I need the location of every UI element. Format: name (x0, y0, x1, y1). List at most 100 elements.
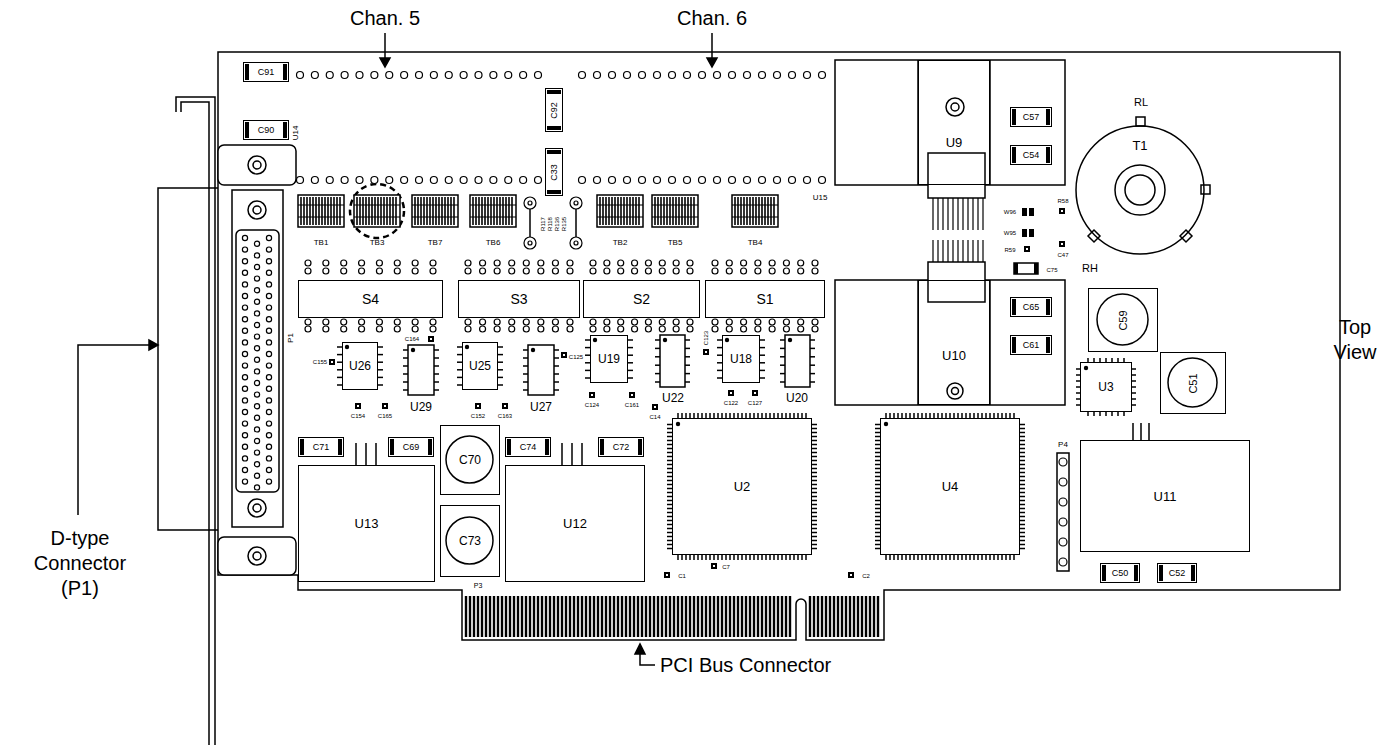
pin-lead (812, 428, 817, 430)
pin-circle (266, 247, 271, 252)
capacitor-body: C91 (243, 62, 289, 82)
pin-circle (783, 268, 789, 274)
pin-lead (861, 596, 863, 637)
pad-centre (730, 392, 732, 394)
pin-lead (523, 365, 528, 367)
pin-circle (242, 282, 247, 287)
smd-pad (1059, 241, 1065, 247)
pin-circle (567, 319, 573, 325)
pin-circle (242, 305, 247, 310)
pin-circle (699, 72, 706, 79)
pin-circle (430, 260, 436, 266)
pin-lead (678, 197, 680, 225)
pin-circle (567, 268, 573, 274)
pin-lead (755, 197, 757, 225)
pin-circle (376, 260, 382, 266)
pin-circle (311, 72, 318, 79)
pin-circle (254, 415, 259, 420)
pin-lead (549, 596, 551, 637)
pin-lead (655, 356, 660, 358)
pin-lead (812, 468, 817, 470)
pin-lead (733, 596, 735, 637)
pin-circle (659, 326, 665, 332)
pin-lead (470, 217, 516, 218)
part-label: U29 (410, 401, 432, 413)
pin-lead (434, 365, 439, 367)
body-outline (298, 195, 344, 227)
pin-lead (1132, 380, 1136, 382)
pin-circle (632, 268, 638, 274)
part-label: C123 (703, 331, 709, 345)
outline-circle (1097, 294, 1148, 345)
pin-lead (523, 389, 528, 391)
screw (248, 547, 266, 565)
capacitor-body: C61 (1010, 335, 1052, 355)
pin-circle (783, 260, 789, 266)
pad-centre (713, 565, 715, 567)
capacitor-body: C71 (298, 437, 344, 457)
pin1-dot (593, 338, 597, 342)
pin-circle (673, 260, 679, 266)
pin-circle (645, 319, 651, 325)
part-label: R59 (1004, 247, 1015, 253)
pin1-dot (465, 345, 469, 349)
pin-lead (810, 348, 815, 350)
pin-circle (669, 72, 676, 79)
pin-circle (645, 268, 651, 274)
pin-lead (628, 339, 633, 341)
pin-lead (529, 209, 531, 237)
pin-lead (869, 596, 871, 637)
pin-lead (701, 596, 703, 637)
pin-lead (444, 197, 446, 225)
pin-field (236, 230, 279, 492)
pin-lead (465, 596, 467, 637)
pin-lead (652, 205, 698, 206)
pin-circle (266, 409, 271, 414)
pin-circle (1059, 518, 1067, 526)
pin-circle (394, 319, 400, 325)
core-ring (1115, 165, 1165, 215)
pin-lead (499, 197, 501, 225)
callout-arrows (78, 33, 717, 665)
pin-circle (305, 260, 311, 266)
part-designator: C71 (313, 443, 330, 452)
pin-lead (1020, 460, 1025, 462)
pin-circle (552, 268, 558, 274)
screw (952, 388, 959, 395)
pin-lead (917, 555, 919, 560)
callout-text: PCI Bus Connector (660, 655, 831, 675)
bracket-outer (176, 97, 215, 745)
part-label: C163 (498, 413, 512, 419)
pin-lead (377, 197, 379, 225)
qfp-chip: U2 (672, 418, 812, 555)
highlight-circle (350, 184, 404, 238)
pin-circle (759, 72, 766, 79)
leader-line (711, 33, 713, 60)
pin-circle (465, 260, 471, 266)
pad-centre (705, 351, 707, 353)
pin-lead (921, 555, 923, 560)
pin-lead (942, 198, 943, 230)
pin-lead (432, 197, 434, 225)
pin-circle (445, 72, 452, 79)
pin-lead (1001, 555, 1003, 560)
pin1-dot (676, 422, 680, 426)
pin-lead (685, 364, 690, 366)
pin-circle (266, 467, 271, 472)
pin-lead (318, 197, 320, 225)
pin-lead (773, 596, 775, 637)
pin-lead (621, 596, 623, 637)
pin-lead (685, 348, 690, 350)
pin1-dot (345, 345, 349, 349)
pin-lead (403, 357, 408, 359)
module-section: U9 (918, 60, 990, 185)
pin-lead (761, 555, 763, 560)
part-label: P4 (1058, 441, 1068, 449)
pin-circle (567, 326, 573, 332)
pin-circle (570, 197, 582, 209)
pin-lead (812, 464, 817, 466)
smd-pad (629, 392, 635, 398)
pin-lead (378, 369, 383, 371)
pin-lead (485, 596, 487, 637)
pin-circle (523, 326, 529, 332)
